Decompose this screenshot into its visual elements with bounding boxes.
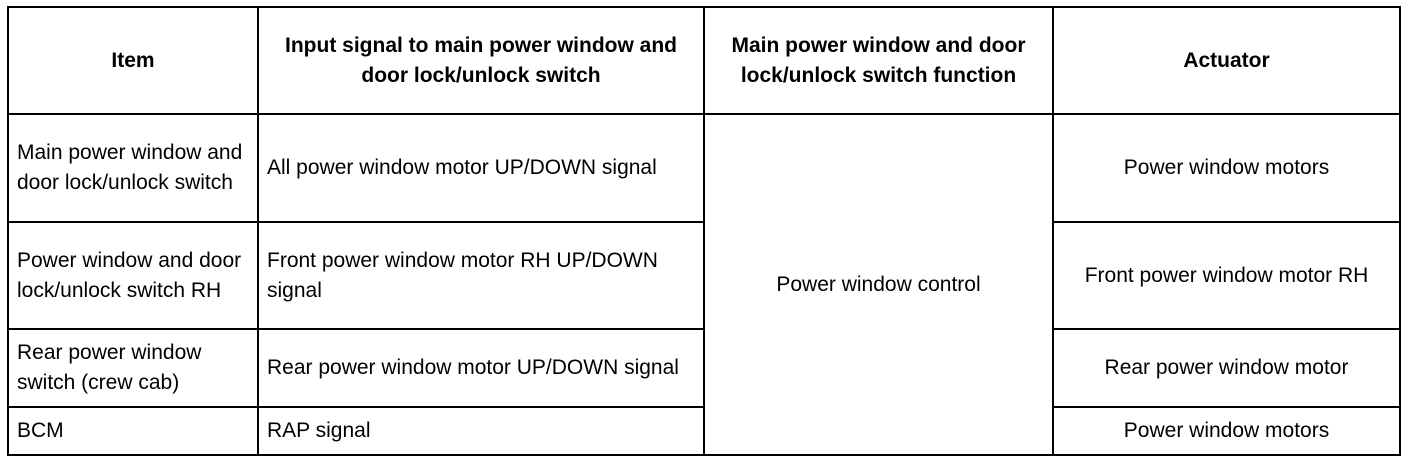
item-cell: Power window and door lock/unlock switch… (7, 221, 259, 330)
item-cell: Main power window and door lock/unlock s… (7, 113, 259, 223)
item-cell: BCM (7, 406, 259, 456)
input-signal-cell: All power window motor UP/DOWN signal (257, 113, 705, 223)
header-actuator: Actuator (1052, 6, 1401, 115)
header-item: Item (7, 6, 259, 115)
header-row: Item Input signal to main power window a… (7, 6, 1401, 115)
function-cell: Power window control (703, 113, 1054, 456)
input-signal-cell: Rear power window motor UP/DOWN signal (257, 328, 705, 408)
table-row: Main power window and door lock/unlock s… (7, 113, 1401, 456)
actuator-cell: Rear power window motor (1052, 328, 1401, 408)
header-input-signal: Input signal to main power window and do… (257, 6, 705, 115)
table-row: BCM RAP signal Power window motors (7, 406, 1401, 456)
table-row: Power window and door lock/unlock switch… (7, 221, 1401, 330)
input-signal-cell: Front power window motor RH UP/DOWN sign… (257, 221, 705, 330)
input-signal-cell: RAP signal (257, 406, 705, 456)
header-switch-function: Main power window and door lock/unlock s… (703, 6, 1054, 115)
actuator-cell: Front power window motor RH (1052, 221, 1401, 330)
actuator-cell: Power window motors (1052, 113, 1401, 223)
item-cell: Rear power window switch (crew cab) (7, 328, 259, 408)
actuator-cell: Power window motors (1052, 406, 1401, 456)
table-row: Rear power window switch (crew cab) Rear… (7, 328, 1401, 408)
power-window-function-table: Item Input signal to main power window a… (7, 6, 1401, 456)
